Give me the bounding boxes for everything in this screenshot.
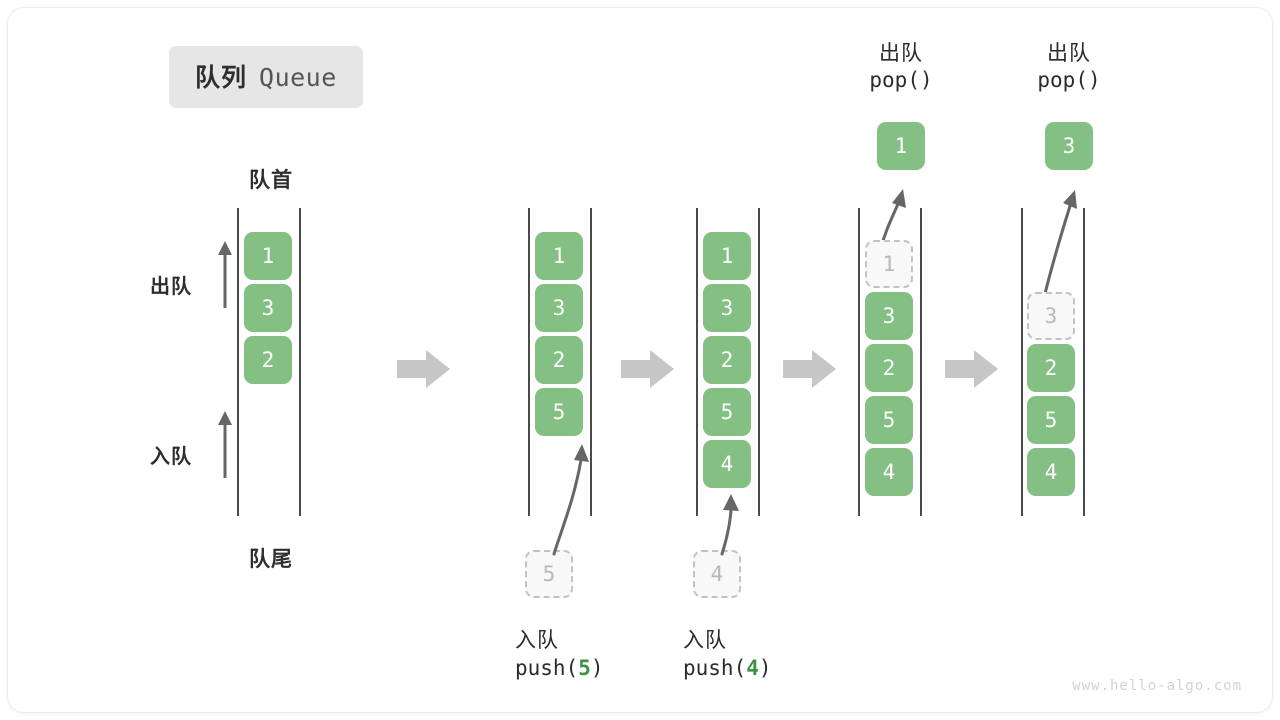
push-5-prefix: push(: [515, 655, 579, 680]
pop-3-caption-cn: 出队: [1047, 42, 1091, 65]
queue-cell: 3: [865, 292, 913, 340]
queue-rail-right-4: [920, 208, 922, 516]
queue-cell: 5: [703, 388, 751, 436]
queue-cell: 2: [244, 336, 292, 384]
push-5-suffix: ): [590, 655, 604, 680]
queue-rear-label: 队尾: [249, 548, 293, 571]
queue-rail-left-1: [237, 208, 239, 516]
push-arrow-1-icon: [552, 444, 589, 556]
step-arrow-icon: [945, 350, 998, 388]
enqueue-arrow-icon: [218, 411, 232, 478]
dequeue-direction-label: 出队: [150, 276, 192, 298]
pop-3-caption-code: pop(): [1037, 68, 1101, 93]
push-4-caption-cn: 入队: [683, 629, 727, 652]
diagram-canvas: 队列 Queue 队首 队尾 出队 入队 1 3 2 1 3 2 5 5 入队 …: [8, 8, 1272, 712]
queue-cell: 4: [1027, 448, 1075, 496]
queue-cell-new: 5: [535, 388, 583, 436]
queue-rail-right-2: [590, 208, 592, 516]
queue-cell: 4: [865, 448, 913, 496]
title-cn: 队列: [195, 64, 248, 92]
push-4-caption-code: push(4): [683, 655, 772, 682]
dequeue-arrow-icon: [218, 241, 232, 308]
enqueue-direction-label: 入队: [150, 446, 192, 468]
pop-1-caption: 出队 pop(): [826, 40, 976, 95]
title-badge: 队列 Queue: [169, 46, 363, 108]
pop-1-caption-code: pop(): [869, 68, 933, 93]
push-4-num: 4: [746, 655, 759, 680]
push-5-caption-code: push(5): [515, 655, 604, 682]
watermark: www.hello-algo.com: [1072, 678, 1242, 694]
queue-cell: 2: [1027, 344, 1075, 392]
queue-cell: 2: [535, 336, 583, 384]
queue-cell-ghost: 5: [525, 550, 573, 598]
push-4-prefix: push(: [683, 655, 747, 680]
push-4-suffix: ): [758, 655, 772, 680]
queue-rail-left-4: [858, 208, 860, 516]
step-arrow-icon: [397, 350, 450, 388]
queue-cell: 1: [244, 232, 292, 280]
queue-cell: 5: [865, 396, 913, 444]
queue-rail-left-2: [528, 208, 530, 516]
queue-cell-ghost: 4: [693, 550, 741, 598]
queue-cell-new: 4: [703, 440, 751, 488]
popped-cell: 1: [877, 122, 925, 170]
queue-cell: 3: [535, 284, 583, 332]
step-arrow-icon: [621, 350, 674, 388]
push-5-caption-cn: 入队: [515, 629, 559, 652]
queue-front-label: 队首: [249, 169, 293, 192]
queue-cell: 3: [244, 284, 292, 332]
queue-rail-right-1: [299, 208, 301, 516]
queue-cell: 3: [703, 284, 751, 332]
queue-cell: 5: [1027, 396, 1075, 444]
queue-cell: 2: [865, 344, 913, 392]
push-4-caption: 入队 push(4): [683, 628, 772, 682]
queue-cell: 2: [703, 336, 751, 384]
popped-cell: 3: [1045, 122, 1093, 170]
queue-rail-left-3: [696, 208, 698, 516]
queue-rail-right-5: [1083, 208, 1085, 516]
step-arrow-icon: [783, 350, 836, 388]
queue-cell: 1: [535, 232, 583, 280]
pop-arrow-2-icon: [1040, 190, 1077, 308]
push-5-num: 5: [578, 655, 591, 680]
queue-rail-left-5: [1021, 208, 1023, 516]
pop-3-caption: 出队 pop(): [994, 40, 1144, 95]
queue-cell-ghost: 1: [865, 240, 913, 288]
title-en: Queue: [259, 63, 337, 92]
queue-cell: 1: [703, 232, 751, 280]
push-arrow-2-icon: [720, 494, 739, 556]
queue-cell-ghost: 3: [1027, 292, 1075, 340]
queue-rail-right-3: [758, 208, 760, 516]
push-5-caption: 入队 push(5): [515, 628, 604, 682]
pop-1-caption-cn: 出队: [879, 42, 923, 65]
